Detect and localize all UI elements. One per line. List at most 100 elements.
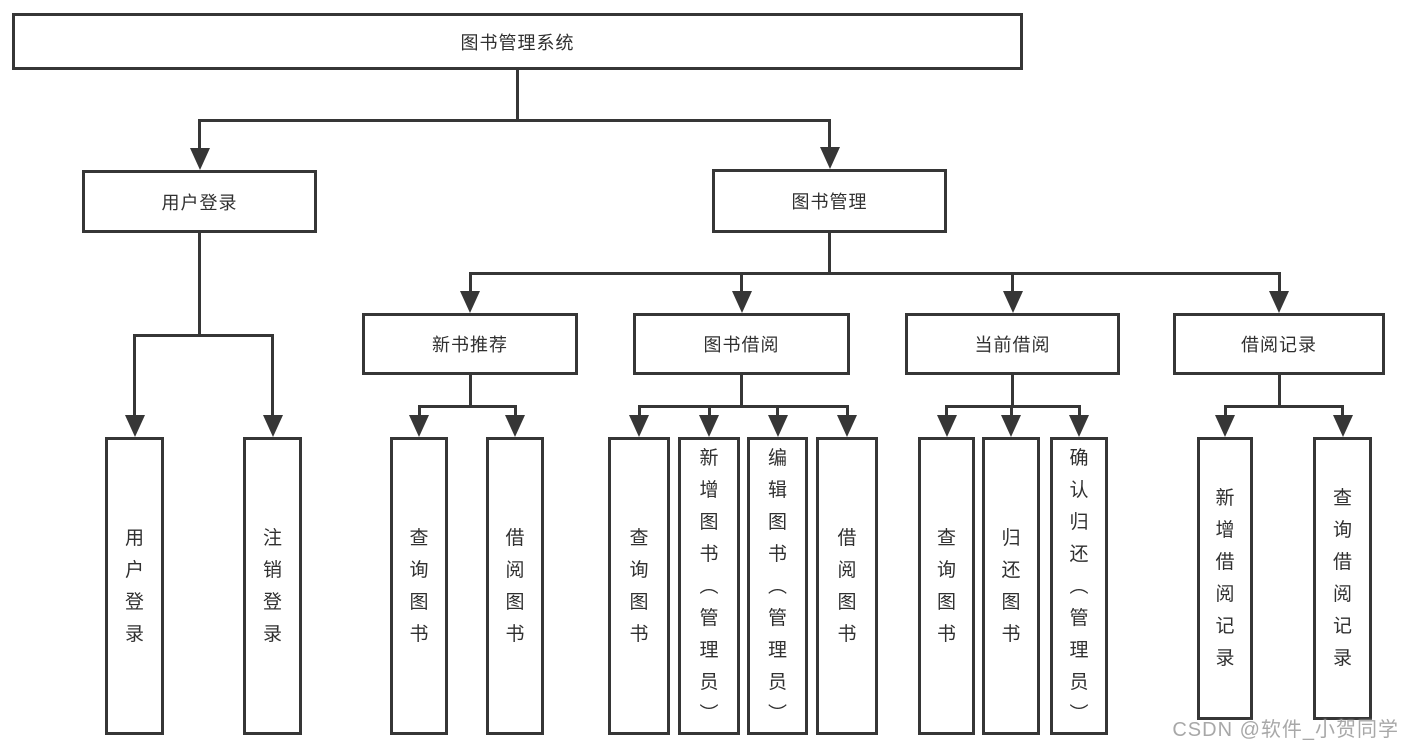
connector-line — [707, 406, 711, 416]
connector-line — [1011, 375, 1014, 406]
node-cb-return-book: 归还图书 — [982, 437, 1040, 735]
connector-line — [637, 406, 641, 416]
connector-line — [198, 233, 201, 335]
node-label-char: ︶ — [1069, 703, 1089, 725]
node-label-char: 还 — [1001, 559, 1021, 581]
node-label-char: 书 — [936, 623, 956, 645]
connector-line — [1011, 273, 1014, 292]
node-logout: 注销登录 — [243, 437, 302, 735]
node-label-char: 理 — [1069, 639, 1089, 661]
arrowhead-icon — [819, 147, 840, 169]
node-new-book-rec: 新书推荐 — [362, 313, 578, 375]
node-label-char: 新 — [699, 447, 719, 469]
node-bb-query-book: 查询图书 — [608, 437, 670, 735]
node-label-char: 图 — [629, 591, 649, 613]
connector-line — [776, 406, 779, 416]
node-br-add-record: 新增借阅记录 — [1197, 437, 1253, 720]
node-label-char: ︶ — [699, 703, 719, 725]
node-label-char: 记 — [1215, 616, 1235, 637]
connector-line — [198, 118, 831, 122]
node-label-char: 图 — [837, 591, 857, 613]
arrowhead-icon — [189, 148, 210, 170]
connector-line — [1277, 375, 1281, 406]
node-label-char: 增 — [699, 479, 719, 501]
node-label-char: 图 — [767, 511, 787, 533]
node-label-char: 询 — [936, 559, 956, 581]
arrowhead-icon — [699, 415, 719, 437]
node-label-char: ︵ — [767, 575, 787, 597]
node-label-char: 归 — [1001, 527, 1021, 549]
arrowhead-icon — [629, 415, 649, 437]
node-label-char: 阅 — [1332, 584, 1352, 605]
node-label-char: 书 — [837, 623, 857, 645]
node-label-char: 新 — [1215, 488, 1235, 509]
connector-line — [828, 120, 831, 148]
node-label-char: 书 — [699, 543, 719, 565]
node-cb-query-book: 查询图书 — [918, 437, 975, 735]
connector-line — [468, 375, 472, 406]
csdn-watermark: CSDN @软件_小贺同学 — [1172, 719, 1399, 741]
connector-line — [133, 335, 136, 416]
node-label-char: 阅 — [1215, 584, 1235, 605]
connector-line — [945, 404, 1081, 408]
node-label-char: 还 — [1069, 543, 1089, 565]
node-label-char: ︵ — [1069, 575, 1089, 597]
node-label-char: 员 — [767, 671, 787, 693]
node-label-char: 询 — [409, 559, 429, 581]
arrowhead-icon — [1002, 291, 1023, 313]
node-label-char: 询 — [1332, 520, 1352, 541]
node-label-char: 辑 — [767, 479, 787, 501]
connector-line — [1223, 404, 1344, 408]
node-label-char: 借 — [837, 527, 857, 549]
node-label-char: 录 — [1215, 648, 1235, 669]
node-label-char: 借 — [505, 527, 525, 549]
node-cb-confirm-return: 确认归还︵管理员︶ — [1050, 437, 1108, 735]
node-label-char: ︵ — [699, 575, 719, 597]
node-label-char: 认 — [1069, 479, 1089, 501]
connector-line — [271, 335, 274, 416]
node-label-char: 管 — [699, 607, 719, 629]
node-label-char: 管 — [767, 607, 787, 629]
connector-line — [198, 120, 201, 149]
arrowhead-icon — [767, 415, 788, 437]
node-label-char: 阅 — [837, 559, 857, 581]
node-label-char: 图 — [699, 511, 719, 533]
connector-line — [417, 406, 421, 416]
connector-line — [1341, 406, 1344, 416]
node-label-char: 录 — [124, 623, 144, 645]
arrowhead-icon — [1215, 415, 1235, 437]
node-label-char: 书 — [629, 623, 649, 645]
connector-line — [417, 404, 517, 408]
connector-line — [945, 406, 948, 416]
node-book-borrow: 图书借阅 — [633, 313, 850, 375]
arrowhead-icon — [837, 415, 857, 437]
node-borrow-records: 借阅记录 — [1173, 313, 1385, 375]
arrowhead-icon — [1001, 415, 1021, 437]
node-bb-add-book: 新增图书︵管理员︶ — [678, 437, 740, 735]
node-label-char: 录 — [262, 623, 282, 645]
node-label-char: 员 — [699, 671, 719, 693]
node-label-char: 书 — [767, 543, 787, 565]
node-br-query-record: 查询借阅记录 — [1313, 437, 1372, 720]
node-label-char: 员 — [1069, 671, 1089, 693]
node-label-char: 理 — [767, 639, 787, 661]
arrowhead-icon — [731, 291, 752, 313]
node-label-char: 图 — [936, 591, 956, 613]
node-label-char: 登 — [124, 591, 144, 613]
node-label-char: 借 — [1215, 552, 1235, 573]
connector-line — [516, 70, 519, 120]
node-bb-borrow-book: 借阅图书 — [816, 437, 878, 735]
node-label-char: 增 — [1215, 520, 1235, 541]
arrowhead-icon — [262, 415, 283, 437]
connector-line — [845, 406, 849, 416]
connector-line — [1223, 406, 1227, 416]
node-label-char: 查 — [409, 527, 429, 549]
connector-line — [828, 233, 831, 273]
node-rec-borrow-book: 借阅图书 — [486, 437, 544, 735]
node-current-borrow: 当前借阅 — [905, 313, 1120, 375]
arrowhead-icon — [1332, 415, 1353, 437]
arrowhead-icon — [1069, 415, 1089, 437]
node-label-char: 书 — [505, 623, 525, 645]
node-login: 用户登录 — [105, 437, 164, 735]
